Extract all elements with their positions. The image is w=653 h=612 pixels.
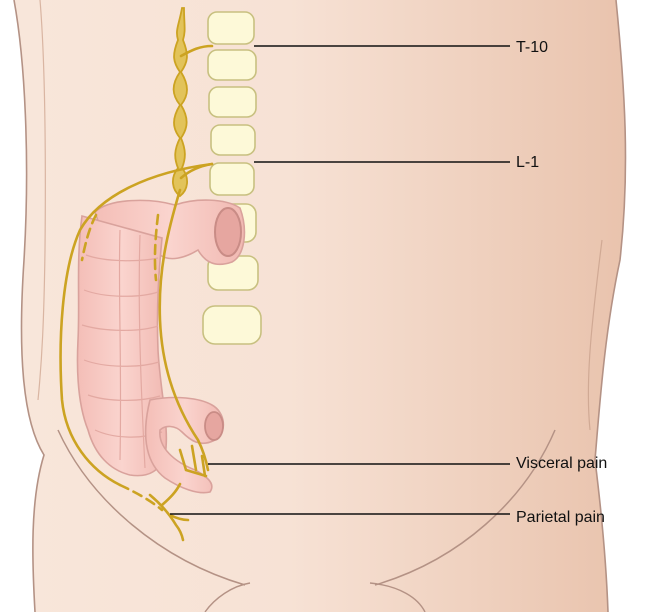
visceral-pain-label: Visceral pain <box>516 454 607 474</box>
vertebra <box>203 306 261 344</box>
l1-label: L-1 <box>516 153 539 173</box>
vertebra <box>211 125 255 155</box>
colon-lumen <box>215 208 241 256</box>
vertebra <box>210 163 254 195</box>
t10-label: T-10 <box>516 38 548 58</box>
vertebra <box>209 87 256 117</box>
vertebra <box>208 12 254 44</box>
vertebra <box>208 50 256 80</box>
colon-lumen <box>205 412 223 440</box>
parietal-pain-label: Parietal pain <box>516 508 605 528</box>
